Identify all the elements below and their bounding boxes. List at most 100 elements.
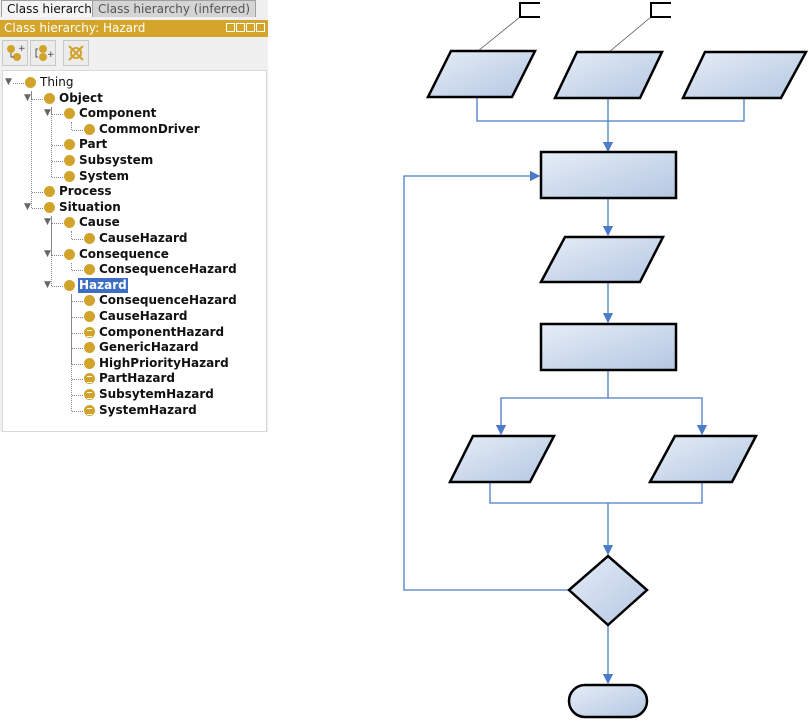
tree-item[interactable]: Subsystem bbox=[64, 153, 154, 168]
process-shape-1 bbox=[539, 150, 678, 200]
tree-connector bbox=[13, 83, 24, 84]
tree-item-label: Situation bbox=[59, 199, 121, 214]
tree-connector bbox=[51, 215, 52, 286]
connector bbox=[403, 170, 569, 591]
tree-item[interactable]: Part bbox=[64, 137, 108, 152]
data-shape-2 bbox=[553, 50, 664, 100]
add-subclass-button[interactable]: + bbox=[2, 40, 28, 66]
class-icon bbox=[84, 233, 95, 244]
tree-connector bbox=[72, 301, 83, 303]
tree-item[interactable]: Cause bbox=[64, 215, 121, 230]
svg-text:+: + bbox=[18, 44, 26, 54]
tab-bar: Class hierarchy Class hierarchy (inferre… bbox=[0, 0, 268, 17]
close-icon[interactable] bbox=[256, 23, 265, 32]
expand-toggle-icon[interactable]: ▼ bbox=[44, 108, 51, 119]
tree-connector bbox=[72, 332, 83, 334]
tree-item[interactable]: Thing bbox=[25, 75, 75, 90]
svg-text:+: + bbox=[47, 50, 55, 60]
tree-item-label: ConsequenceHazard bbox=[99, 262, 237, 277]
tree-item[interactable]: Object bbox=[44, 91, 104, 106]
tree-item[interactable]: Process bbox=[44, 184, 113, 199]
class-icon bbox=[84, 342, 95, 354]
tree-item[interactable]: Consequence bbox=[64, 247, 170, 262]
decision-shape bbox=[567, 554, 649, 627]
tree-item[interactable]: GenericHazard bbox=[84, 340, 200, 355]
tree-connector bbox=[72, 379, 83, 381]
tree-item[interactable]: SystemHazard bbox=[84, 403, 198, 418]
tree-connector bbox=[72, 410, 83, 412]
delete-class-button[interactable] bbox=[63, 40, 89, 66]
data-shape-5 bbox=[447, 434, 557, 484]
tree-connector bbox=[52, 285, 63, 287]
tree-item[interactable]: CommonDriver bbox=[84, 122, 201, 137]
tree-connector bbox=[72, 270, 83, 272]
add-sibling-icon: + bbox=[35, 45, 55, 61]
tree-item[interactable]: Hazard bbox=[64, 277, 128, 293]
expand-toggle-icon[interactable]: ▼ bbox=[24, 92, 31, 103]
tree-item[interactable]: HighPriorityHazard bbox=[84, 356, 230, 371]
maximize-icon[interactable] bbox=[246, 23, 255, 32]
tree-item-label: Part bbox=[79, 137, 108, 152]
expand-toggle-icon[interactable]: ▼ bbox=[44, 217, 51, 228]
tree-item[interactable]: CauseHazard bbox=[84, 309, 188, 324]
tree-item[interactable]: ConsequenceHazard bbox=[84, 262, 238, 277]
class-icon bbox=[84, 311, 95, 322]
tree-item[interactable]: SubsytemHazard bbox=[84, 387, 215, 402]
tree-item[interactable]: ConsequenceHazard bbox=[84, 293, 238, 308]
tree-connector bbox=[52, 223, 63, 225]
expand-toggle-icon[interactable]: ▼ bbox=[24, 201, 31, 212]
class-icon bbox=[84, 123, 95, 135]
expand-toggle-icon[interactable]: ▼ bbox=[5, 77, 12, 87]
tree-item[interactable]: PartHazard bbox=[84, 371, 176, 386]
tree-item[interactable]: ComponentHazard bbox=[84, 325, 225, 340]
tree-item-label: System bbox=[79, 168, 129, 183]
tree-item-label: Object bbox=[59, 90, 103, 105]
connectors bbox=[403, 97, 745, 685]
tree-item-label: CauseHazard bbox=[99, 231, 188, 245]
defined-class-icon bbox=[84, 326, 95, 338]
expand-toggle-icon[interactable]: ▼ bbox=[44, 248, 51, 259]
tree-connector bbox=[52, 114, 63, 116]
tree-item-label: ComponentHazard bbox=[99, 324, 225, 339]
class-icon bbox=[64, 139, 75, 151]
tree-item-label: HighPriorityHazard bbox=[99, 355, 229, 370]
tree-item-label: Component bbox=[79, 106, 157, 121]
class-hierarchy-panel: Class hierarchy Class hierarchy (inferre… bbox=[0, 0, 268, 432]
add-subclass-icon: + bbox=[7, 44, 26, 61]
tree-item[interactable]: CauseHazard bbox=[84, 231, 188, 246]
tree-item[interactable]: Component bbox=[64, 106, 157, 121]
tree-item-label: SubsytemHazard bbox=[99, 387, 214, 401]
class-icon bbox=[84, 357, 95, 369]
class-icon bbox=[64, 170, 75, 182]
annotation-bracket bbox=[519, 2, 540, 18]
tree-item-label: Cause bbox=[79, 215, 120, 230]
process-shape-2 bbox=[539, 322, 678, 372]
defined-class-icon bbox=[84, 404, 95, 416]
panel-header: Class hierarchy: Hazard bbox=[0, 20, 268, 37]
tree-connector bbox=[32, 192, 43, 194]
class-icon bbox=[84, 264, 95, 276]
tree-connector bbox=[72, 348, 83, 350]
tree-item[interactable]: Situation bbox=[44, 200, 122, 215]
tree-connector bbox=[71, 122, 72, 130]
tree-connector bbox=[52, 145, 63, 147]
tree-connector bbox=[51, 106, 52, 177]
data-shape-4 bbox=[538, 235, 666, 284]
minimize-icon[interactable] bbox=[236, 23, 245, 32]
tree-item[interactable]: System bbox=[64, 169, 130, 184]
panel-title: Class hierarchy: Hazard bbox=[4, 21, 146, 35]
class-icon bbox=[64, 248, 75, 260]
class-icon bbox=[84, 295, 95, 307]
connector bbox=[608, 397, 708, 436]
add-sibling-button[interactable]: + bbox=[30, 40, 56, 66]
class-icon bbox=[44, 201, 55, 213]
tree-connector bbox=[32, 98, 43, 100]
split-icon[interactable] bbox=[226, 23, 235, 32]
tree-connector bbox=[72, 317, 83, 318]
annotation-line bbox=[477, 16, 521, 52]
class-icon bbox=[44, 186, 55, 198]
expand-toggle-icon[interactable]: ▼ bbox=[44, 279, 51, 290]
tab-class-hierarchy-inferred[interactable]: Class hierarchy (inferred) bbox=[92, 0, 257, 17]
tree-item-label: CommonDriver bbox=[99, 121, 200, 136]
